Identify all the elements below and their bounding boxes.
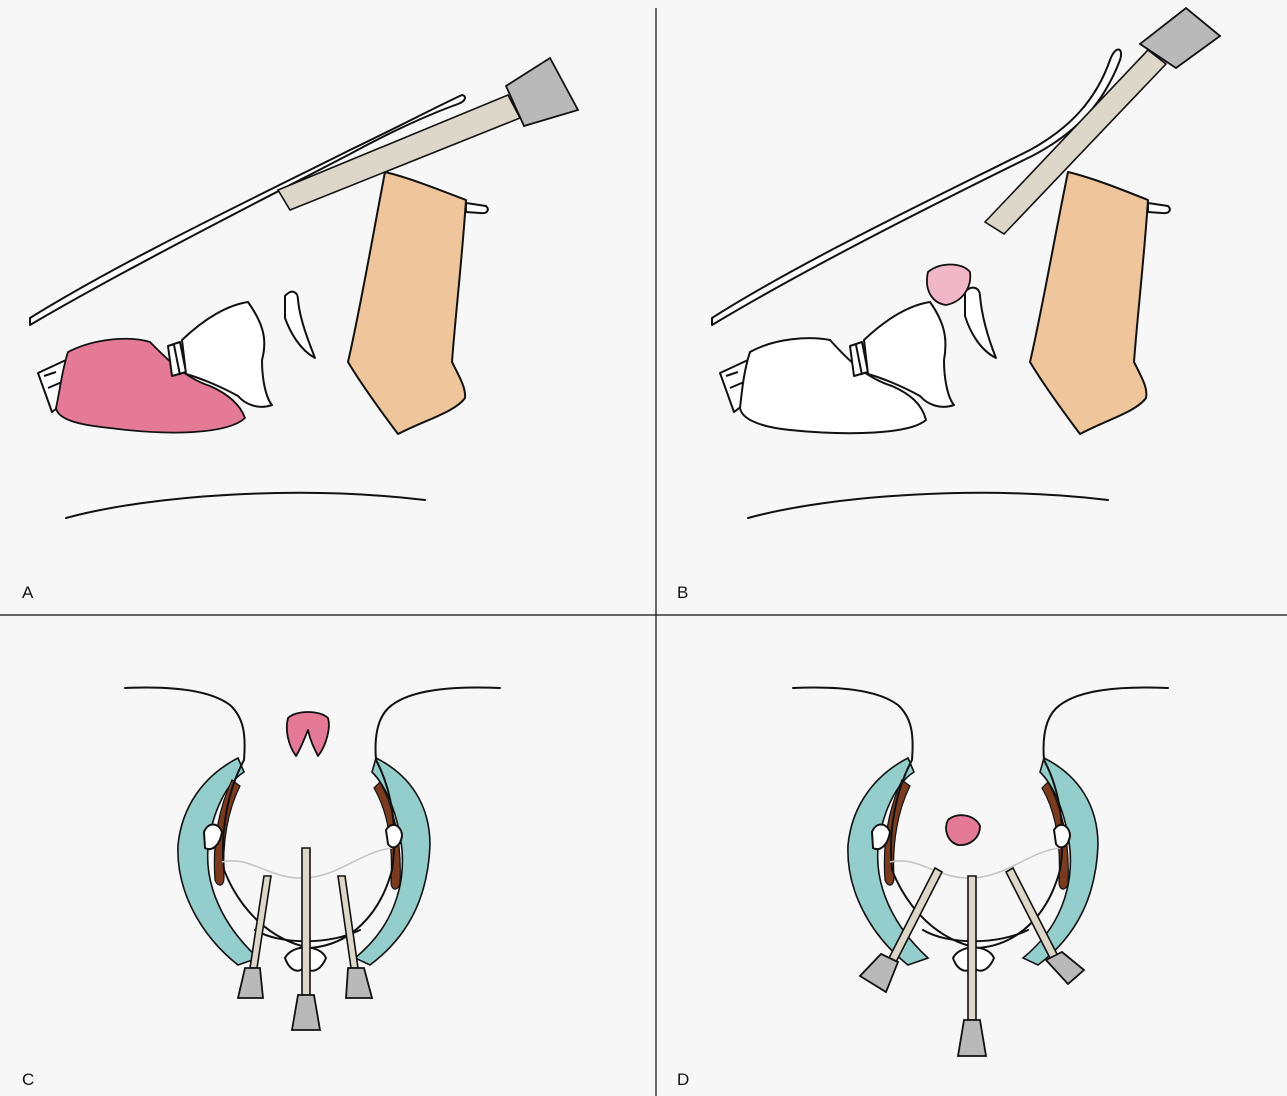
panel-c-drawing <box>125 688 500 1030</box>
instrument-head <box>860 954 898 992</box>
endoscope-shaft <box>302 848 310 995</box>
palate-line <box>748 493 1108 518</box>
endoscope-head <box>958 1020 986 1056</box>
posterior-clinoid <box>965 288 996 358</box>
brainstem <box>1030 172 1148 434</box>
carotid-right <box>386 825 402 847</box>
residual-tumor <box>927 265 970 306</box>
instrument-head <box>1046 952 1084 984</box>
panel-d-drawing <box>793 688 1168 1056</box>
panel-label-d: D <box>677 1070 689 1090</box>
panel-label-c: C <box>22 1070 34 1090</box>
brainstem-tab <box>1148 203 1170 213</box>
endoscope <box>292 848 320 1030</box>
tumor-remnant <box>946 815 980 845</box>
brainstem <box>348 172 466 434</box>
instrument-shaft <box>338 876 358 968</box>
brainstem-tab <box>466 203 488 213</box>
carotid-right <box>1054 825 1070 847</box>
palate-line <box>66 493 425 518</box>
sellar-outline <box>890 848 1060 878</box>
nasal-contour <box>793 688 1168 948</box>
instrument-head <box>238 968 263 998</box>
panel-label-b: B <box>677 583 688 603</box>
endoscope-shaft <box>968 876 976 1020</box>
panel-a-drawing <box>30 58 578 518</box>
tumor-remnant <box>287 712 329 756</box>
instrument-shaft <box>1006 868 1058 960</box>
endoscope-head <box>292 995 320 1030</box>
panel-b-drawing <box>712 8 1220 518</box>
suction-instrument-left <box>238 876 271 998</box>
posterior-clinoid <box>285 292 315 358</box>
panel-label-a: A <box>22 583 33 603</box>
instrument-shaft <box>250 876 271 968</box>
instrument-head <box>346 968 372 998</box>
